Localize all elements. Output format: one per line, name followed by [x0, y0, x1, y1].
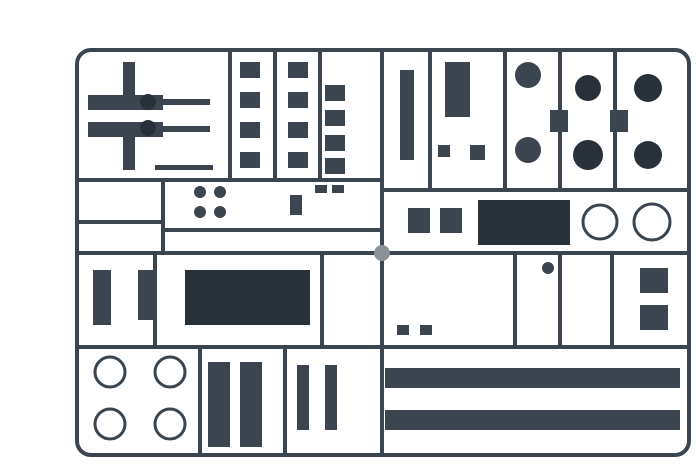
box-part [640, 305, 668, 330]
track-part [297, 365, 309, 430]
idler [634, 141, 662, 169]
side-plate [93, 270, 111, 325]
tire [581, 203, 619, 241]
track-part [240, 362, 262, 447]
spoked-wheel [153, 355, 187, 389]
spoked-wheel [153, 407, 187, 441]
sprocket [575, 75, 601, 101]
sprocket [573, 140, 603, 170]
sprocket [634, 74, 662, 102]
box-part [240, 92, 260, 108]
sprue-frame [75, 48, 691, 457]
knob [214, 186, 226, 198]
spoked-wheel [93, 355, 127, 389]
sprue-parts [88, 62, 680, 447]
side-plate [138, 270, 154, 320]
box-part [288, 62, 308, 78]
block [470, 145, 485, 160]
box-part [240, 62, 260, 78]
hull-plate [478, 200, 570, 245]
box-part [288, 92, 308, 108]
box-part [325, 110, 345, 126]
box-part [325, 85, 345, 101]
box-part [440, 208, 462, 233]
block [610, 110, 628, 132]
bar-part [400, 70, 414, 160]
gun-mount [123, 62, 135, 102]
road-wheel [515, 137, 541, 163]
road-wheel [515, 62, 541, 88]
knob [194, 206, 206, 218]
track-run [385, 410, 680, 430]
box-part [445, 62, 470, 117]
bracket [290, 195, 302, 215]
gun-barrel [155, 99, 210, 105]
gun-wheel [140, 120, 156, 136]
rail [155, 165, 213, 170]
box-part [408, 208, 430, 233]
box-part [240, 152, 260, 168]
block [550, 110, 568, 132]
tire [632, 202, 672, 242]
gun-mount [123, 135, 135, 170]
spoked-wheel [93, 407, 127, 441]
box-part [640, 268, 668, 293]
block [315, 185, 327, 193]
block [438, 145, 450, 157]
gun-wheel [140, 94, 156, 110]
knob [542, 262, 554, 274]
knob [194, 186, 206, 198]
box-part [325, 135, 345, 151]
hull-panel [185, 270, 310, 325]
track-part [208, 362, 230, 447]
track-part [325, 365, 337, 430]
box-part [325, 158, 345, 174]
knob [214, 206, 226, 218]
block [332, 185, 344, 193]
box-part [288, 152, 308, 168]
box-part [288, 122, 308, 138]
box-part [240, 122, 260, 138]
block [397, 325, 409, 335]
sprue-gate [374, 245, 390, 261]
track-run [385, 368, 680, 388]
block [420, 325, 432, 335]
gun-barrel [155, 126, 210, 132]
